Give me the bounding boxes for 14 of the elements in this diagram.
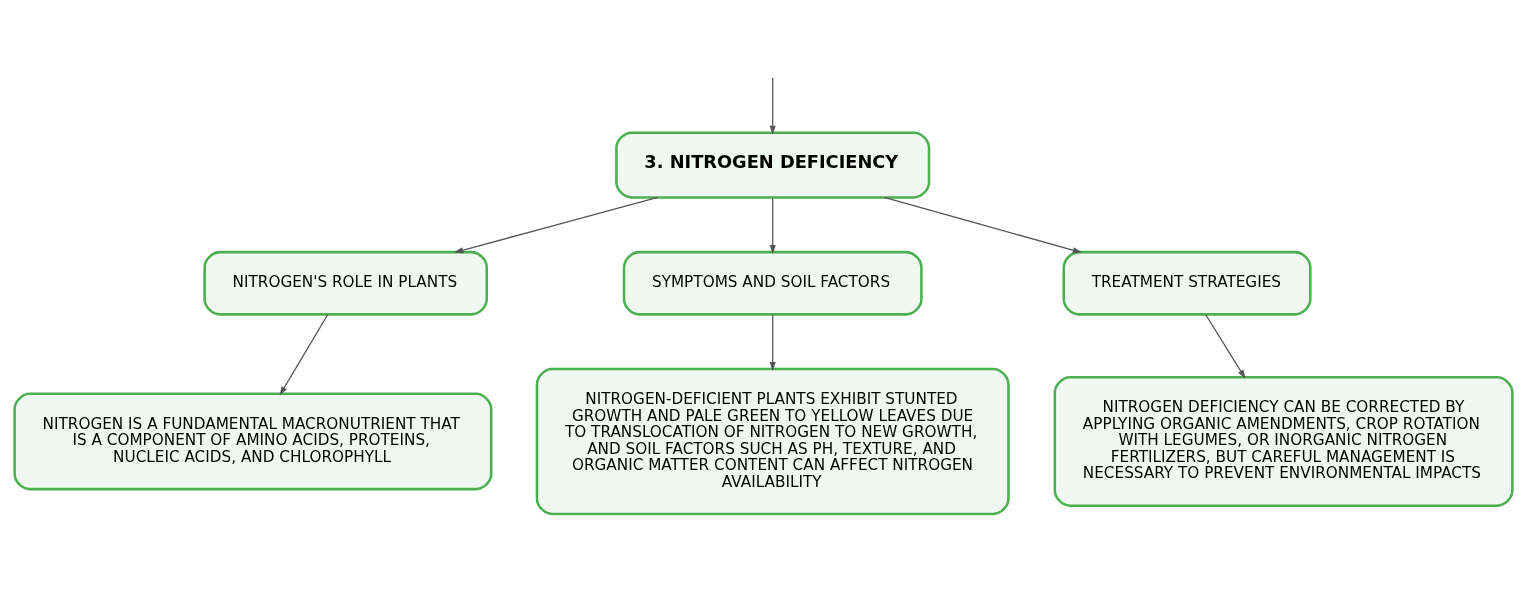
node-box: NITROGEN'S ROLE IN PLANTS bbox=[203, 250, 489, 316]
arrow bbox=[454, 196, 659, 254]
arrow bbox=[279, 313, 329, 396]
node-box: TREATMENT STRATEGIES bbox=[1062, 250, 1312, 316]
node-box: SYMPTOMS AND SOIL FACTORS bbox=[622, 250, 923, 316]
node-box: NITROGEN DEFICIENCY CAN BE CORRECTED BY APPLYING ORGANIC AMENDMENTS, CROP ROTATION WITH LEGUMES, OR INORGANIC NITROGEN FERTILIZERS, BUT CAREFUL MANAGEMENT IS NECESSARY TO PREVENT ENVIRONMENTAL IMPACTS bbox=[1053, 376, 1514, 507]
arrow bbox=[883, 196, 1082, 254]
node-box: 3. NITROGEN DEFICIENCY bbox=[615, 131, 931, 199]
arrow bbox=[769, 313, 776, 371]
node-box: NITROGEN IS A FUNDAMENTAL MACRONUTRIENT THAT IS A COMPONENT OF AMINO ACIDS, PROTEINS, NUCLEIC ACIDS, AND CHLOROPHYLL bbox=[13, 392, 493, 491]
arrow bbox=[769, 77, 776, 135]
node-box: NITROGEN-DEFICIENT PLANTS EXHIBIT STUNTED GROWTH AND PALE GREEN TO YELLOW LEAVES DUE TO TRANSLOCATION OF NITROGEN TO NEW GROWTH, AND SOIL FACTORS SUCH AS PH, TEXTURE, AND ORGANIC MATTER CONTENT CAN AFFECT NITROGEN AVAILABILITY bbox=[535, 367, 1010, 516]
arrow bbox=[769, 197, 776, 254]
arrow bbox=[1205, 313, 1246, 379]
